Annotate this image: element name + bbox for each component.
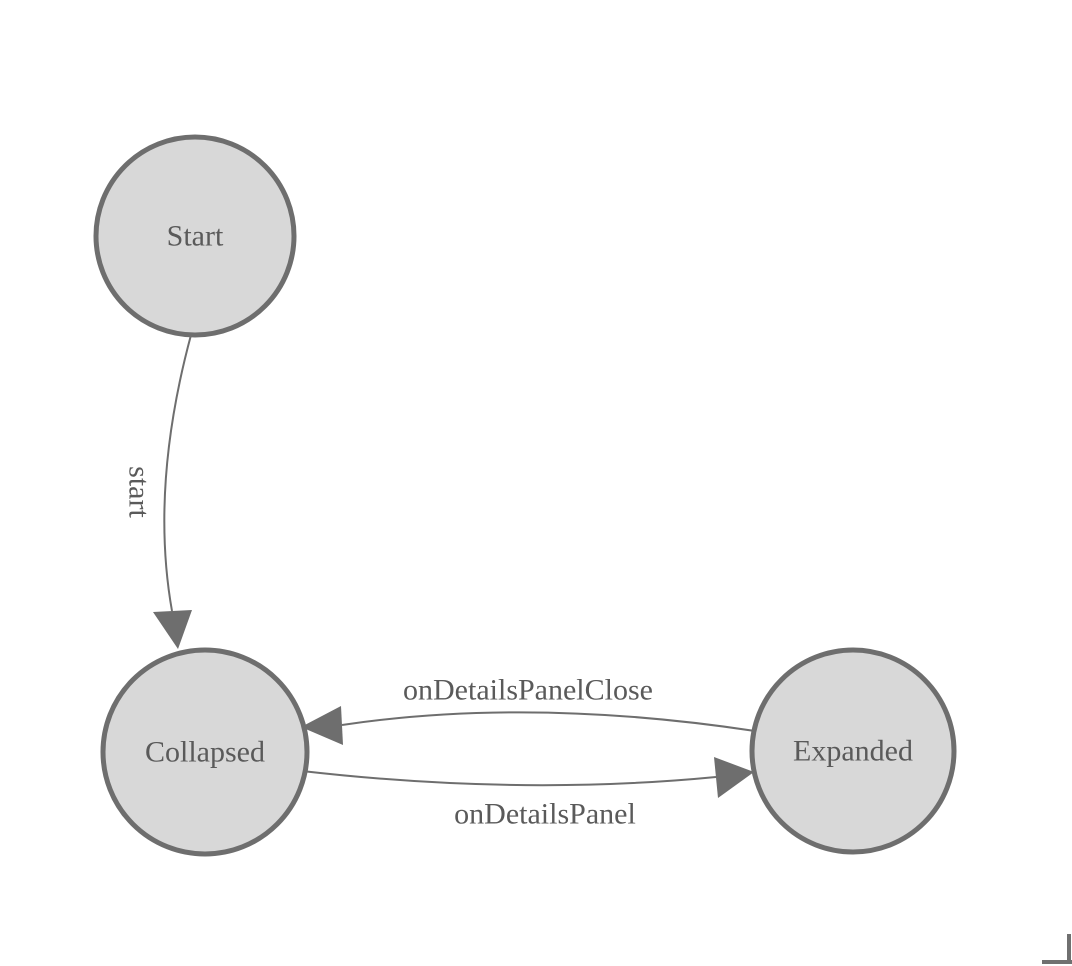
edge-start-to-collapsed: start: [123, 334, 192, 649]
edge-label-start: start: [123, 466, 156, 518]
arrowhead-icon: [714, 757, 754, 798]
edge-label-ondetailspanel: onDetailsPanel: [454, 798, 636, 831]
node-expanded[interactable]: Expanded: [749, 647, 957, 855]
edge-label-ondetailspanelclose: onDetailsPanelClose: [403, 674, 653, 707]
edge-collapsed-to-expanded: onDetailsPanel: [301, 757, 754, 831]
node-label-collapsed: Collapsed: [145, 736, 265, 769]
state-circle-start[interactable]: [93, 134, 297, 338]
state-circle-expanded[interactable]: [749, 647, 957, 855]
resize-handle[interactable]: [1042, 934, 1072, 964]
edge-line-expanded-to-collapsed: [341, 711, 756, 732]
arrowhead-icon: [301, 706, 343, 745]
node-start[interactable]: Start: [93, 134, 297, 338]
node-label-expanded: Expanded: [793, 735, 913, 768]
node-label-start: Start: [167, 220, 224, 253]
edge-expanded-to-collapsed: onDetailsPanelClose: [301, 674, 756, 745]
state-circle-collapsed[interactable]: [100, 647, 310, 857]
edge-line-start-to-collapsed: [163, 334, 192, 612]
edge-line-collapsed-to-expanded: [301, 770, 717, 787]
arrowhead-icon: [153, 610, 192, 649]
node-collapsed[interactable]: Collapsed: [100, 647, 310, 857]
